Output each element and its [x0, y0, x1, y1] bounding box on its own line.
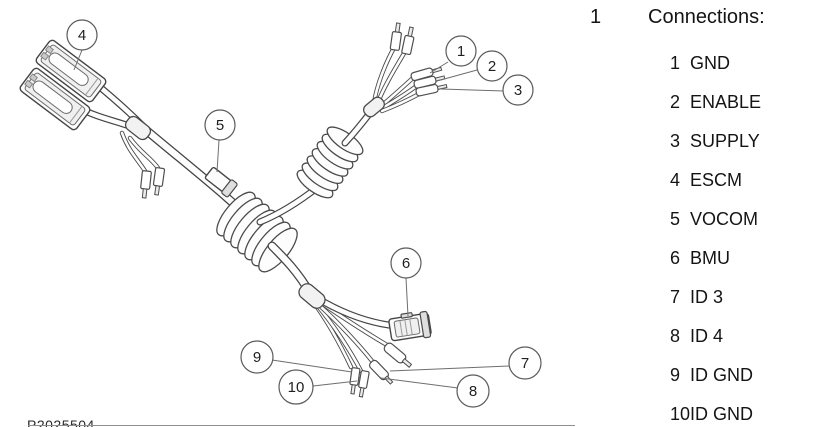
legend-item-number: 2 — [670, 92, 681, 112]
bullet-terminal — [383, 342, 413, 368]
svg-text:2: 2 — [488, 58, 496, 75]
escm-branch-wires — [119, 130, 161, 174]
legend-item-number: 5 — [670, 209, 681, 229]
cable-sleeve-left — [124, 115, 152, 141]
legend-item-label: GND — [690, 53, 730, 73]
callout-1: 1 — [445, 35, 477, 67]
cable-sleeve-top — [362, 96, 386, 118]
callout-4: 4 — [66, 19, 98, 51]
legend-item-label: ID GND — [690, 404, 753, 424]
svg-text:3: 3 — [514, 82, 522, 99]
legend-header-label: Connections: — [648, 6, 765, 28]
legend-item-number: 1 — [670, 53, 681, 73]
svg-text:9: 9 — [253, 349, 261, 366]
pin-terminal — [401, 26, 415, 56]
escm-connector-lower — [19, 67, 91, 131]
leader-line-6 — [405, 277, 409, 317]
leader-line-8 — [380, 377, 459, 389]
leader-line-5 — [216, 139, 220, 173]
cable-sleeve-bottom — [298, 283, 326, 309]
upper-branch-cable — [256, 183, 322, 226]
vocom-connector — [204, 166, 238, 198]
legend-item-label: ESCM — [690, 170, 743, 190]
leader-line-1 — [429, 61, 449, 74]
legend-item-label: ID 3 — [690, 287, 724, 307]
callout-9: 9 — [240, 340, 274, 374]
legend-item-label: VOCOM — [690, 209, 759, 229]
legend-item-number: 9 — [670, 365, 681, 385]
legend-item-label: ID GND — [690, 365, 753, 385]
pin-terminal — [358, 370, 370, 398]
bullet-terminal — [368, 359, 394, 385]
svg-text:7: 7 — [521, 355, 529, 372]
svg-text:10: 10 — [288, 379, 305, 396]
svg-text:1: 1 — [457, 43, 465, 60]
legend-item-number: 8 — [670, 326, 681, 346]
pin-terminal — [349, 367, 361, 395]
leader-line-3 — [440, 88, 505, 92]
leader-line-9 — [271, 359, 353, 373]
legend-item-number: 4 — [670, 170, 681, 190]
svg-text:5: 5 — [216, 117, 224, 134]
pin-terminal — [152, 167, 166, 196]
leader-lines — [73, 49, 511, 389]
pin-terminal — [389, 22, 402, 51]
figure-bottom-rule — [28, 425, 575, 426]
leader-line-4 — [73, 49, 83, 71]
legend-item-number: 3 — [670, 131, 681, 151]
callout-2: 2 — [476, 50, 508, 82]
leader-line-7 — [389, 365, 511, 372]
legend-item-number: 10 — [670, 404, 691, 424]
legend-item-label: BMU — [690, 248, 730, 268]
callout-8: 8 — [456, 374, 490, 408]
figure-part-number: P2025504 — [27, 417, 95, 427]
bullet-terminal — [415, 83, 448, 97]
legend: 1 Connections: 1 GND 2 ENABLE 3 SUPPLY 4… — [588, 0, 820, 427]
callout-10: 10 — [278, 369, 314, 405]
legend-item-label: ID 4 — [690, 326, 724, 346]
bmu-connector — [388, 310, 432, 342]
callout-6: 6 — [390, 247, 422, 279]
legend-header-number: 1 — [590, 6, 602, 28]
cable-coil-upper — [296, 126, 364, 199]
svg-text:6: 6 — [402, 255, 410, 272]
callout-7: 7 — [508, 346, 542, 380]
legend-item-number: 7 — [670, 287, 681, 307]
leader-line-2 — [436, 69, 478, 82]
harness-diagram: 4 1 2 3 5 6 7 8 — [19, 19, 542, 408]
bottom-fan-wires — [311, 299, 390, 374]
legend-item-label: ENABLE — [690, 92, 762, 112]
leader-line-10 — [312, 380, 358, 387]
escm-connector-upper — [35, 39, 107, 103]
legend-item-number: 6 — [670, 248, 681, 268]
callout-5: 5 — [204, 109, 236, 141]
svg-text:4: 4 — [78, 27, 86, 44]
legend-item-label: SUPPLY — [690, 131, 760, 151]
svg-text:8: 8 — [469, 383, 477, 400]
callout-3: 3 — [502, 74, 534, 106]
pin-terminal — [140, 170, 152, 199]
